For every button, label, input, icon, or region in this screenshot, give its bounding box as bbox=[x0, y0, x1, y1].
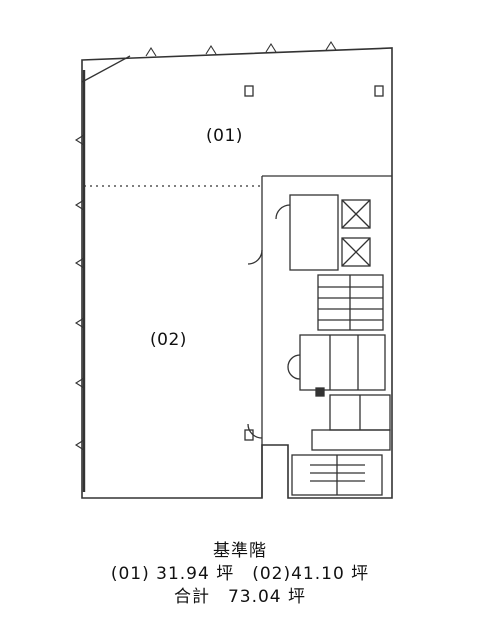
building-outline bbox=[81, 47, 393, 499]
restroom bbox=[299, 334, 386, 391]
elevator-1 bbox=[341, 199, 371, 229]
corner-wall bbox=[81, 55, 131, 83]
column bbox=[244, 429, 254, 441]
door-swing bbox=[275, 204, 291, 220]
door-swing bbox=[287, 354, 301, 380]
room-02-label: (02) bbox=[150, 330, 187, 350]
room-01-label: (01) bbox=[206, 126, 243, 146]
stair-2 bbox=[291, 454, 383, 496]
column bbox=[244, 85, 254, 97]
toilet-block bbox=[315, 387, 325, 397]
pantry bbox=[311, 429, 391, 451]
floor-plan bbox=[74, 40, 393, 499]
column bbox=[374, 85, 384, 97]
door-swing bbox=[247, 423, 263, 439]
elevator-2 bbox=[341, 237, 371, 267]
floor-title: 基準階 bbox=[213, 541, 267, 561]
window-marks bbox=[74, 40, 337, 451]
area-breakdown: (01) 31.94 坪 (02)41.10 坪 bbox=[110, 564, 370, 584]
door-swing bbox=[247, 249, 263, 265]
area-total: 合計 73.04 坪 bbox=[173, 587, 307, 607]
elevator-hall bbox=[289, 194, 339, 271]
stair-1 bbox=[317, 274, 384, 331]
